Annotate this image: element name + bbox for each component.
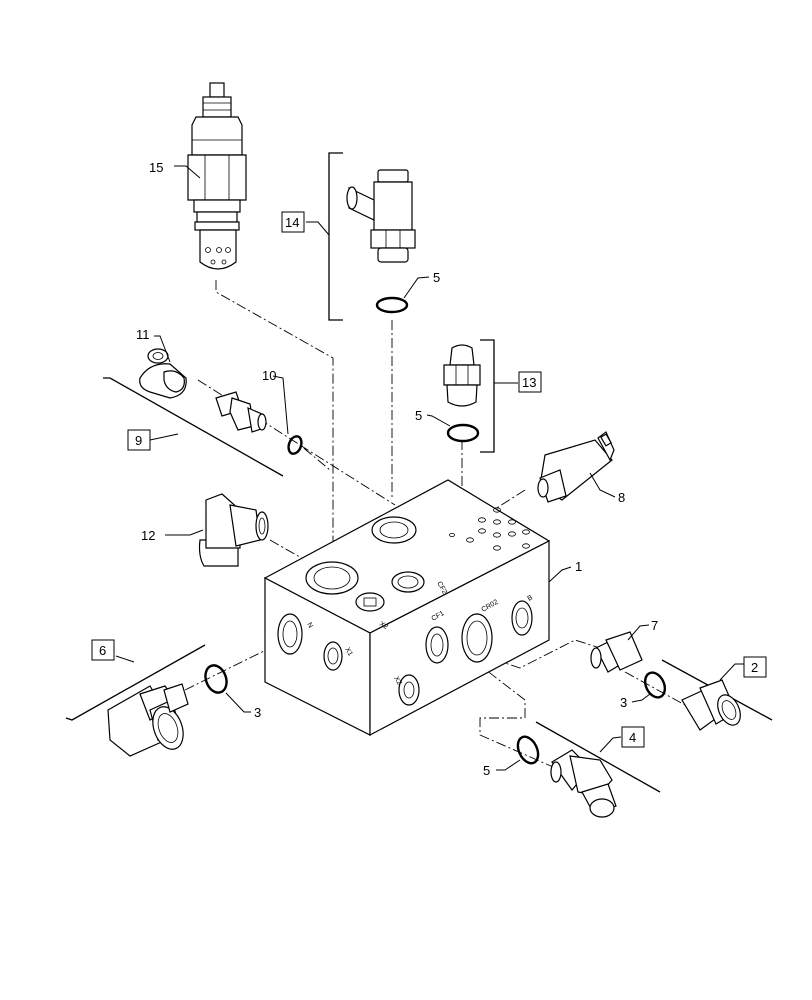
- callout-5-b: 5: [415, 408, 422, 423]
- part-5-o-ring: [375, 296, 409, 314]
- part-12-elbow-fitting: [198, 493, 269, 567]
- callout-3-b: 3: [620, 695, 627, 710]
- part-8-pressure-switch: [537, 431, 615, 503]
- callout-10: 10: [262, 368, 276, 383]
- part-11-dust-cap: [139, 348, 187, 399]
- callout-12: 12: [141, 528, 155, 543]
- callout-1: 1: [575, 559, 582, 574]
- part-15-cartridge-valve: [187, 82, 247, 270]
- part-10-o-ring: [287, 435, 303, 455]
- part-13-straight-adapter: [443, 339, 495, 453]
- part-1-valve-block: CF2 X2 CF1 CR02 B N X1 X2: [263, 479, 551, 736]
- callout-box-6: [91, 639, 115, 661]
- callout-6: 6: [99, 643, 106, 658]
- callout-13: 13: [522, 375, 536, 390]
- part-9-quick-coupler: [103, 377, 284, 477]
- callout-8: 8: [618, 490, 625, 505]
- callout-4: 4: [629, 730, 636, 745]
- part-7-straight-fitting: [590, 631, 667, 699]
- port-label-b: B: [527, 594, 535, 603]
- callout-5-a: 5: [433, 270, 440, 285]
- leader-lines: [115, 165, 745, 771]
- callouts: 15 14 5 11 13 10 5 9 8 12 1 7 6 2 3 3 4 …: [91, 160, 767, 778]
- port-label-x1: X1: [343, 647, 353, 658]
- callout-9: 9: [135, 433, 142, 448]
- part-6-elbow-fitting: [65, 644, 228, 757]
- callout-box-9: [127, 429, 151, 451]
- callout-11: 11: [136, 327, 150, 342]
- callout-box-4: [621, 726, 645, 748]
- part-3-o-ring: [643, 671, 667, 699]
- callout-14: 14: [285, 215, 299, 230]
- port-label-x2-top: X2: [378, 621, 389, 631]
- part-5-o-ring: [516, 735, 540, 765]
- callout-7: 7: [651, 618, 658, 633]
- part-14-tee-fitting: [328, 152, 416, 321]
- part-3-o-ring: [204, 664, 228, 694]
- callout-15: 15: [149, 160, 163, 175]
- callout-3-a: 3: [254, 705, 261, 720]
- port-label-x2-front: X2: [392, 676, 402, 687]
- part-5-o-ring: [446, 423, 480, 443]
- callout-box-2: [743, 656, 767, 678]
- callout-box-14: [281, 211, 305, 233]
- callout-5-c: 5: [483, 763, 490, 778]
- port-label-n: N: [305, 622, 314, 630]
- part-2-straight-fitting: [661, 659, 773, 731]
- callout-box-13: [518, 371, 542, 393]
- part-4-elbow-fitting: [516, 721, 661, 818]
- callout-2: 2: [751, 660, 758, 675]
